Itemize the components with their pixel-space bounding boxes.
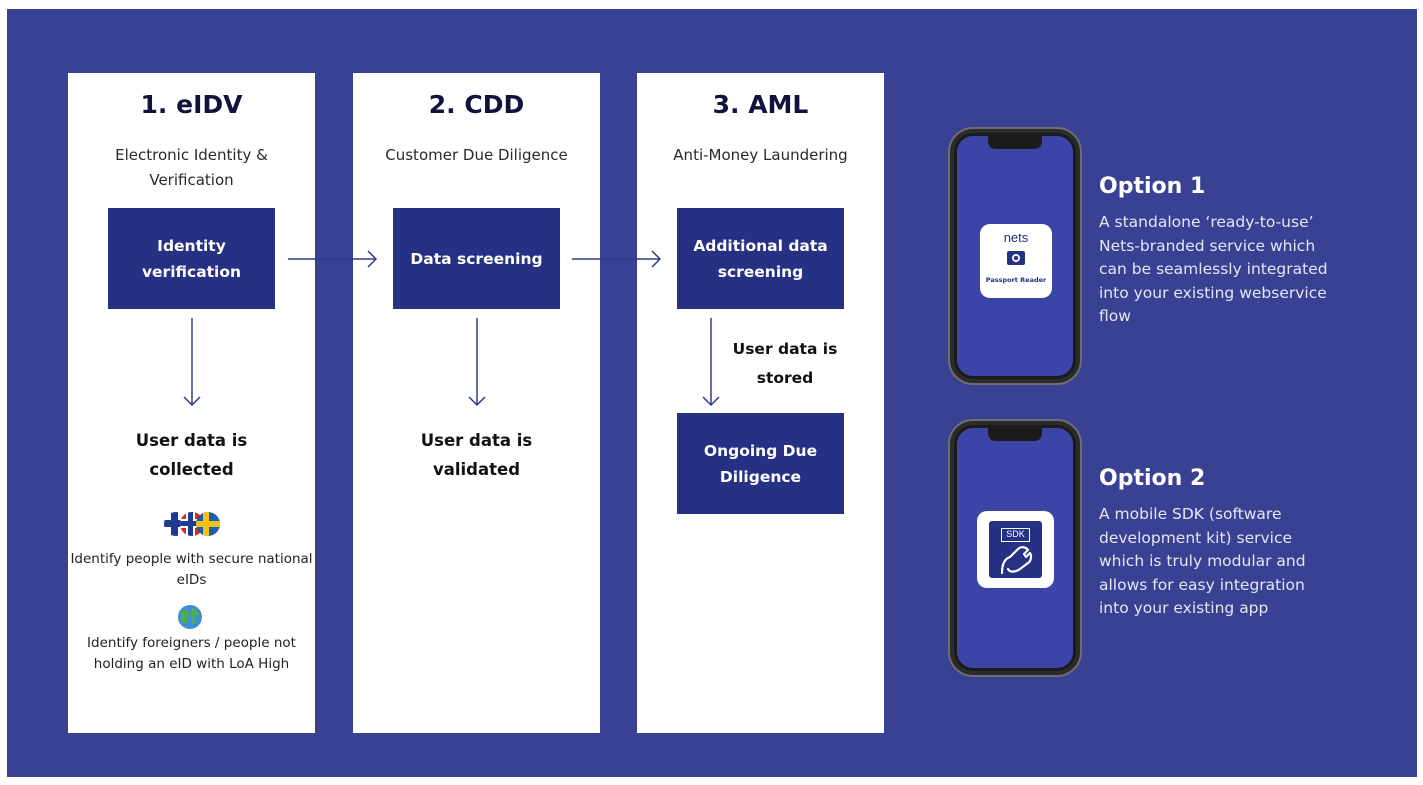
- nordic-flags-icon: [163, 509, 221, 543]
- option-2-description: A mobile SDK (software development kit) …: [1099, 505, 1306, 617]
- sdk-app-icon: SDK: [977, 511, 1054, 588]
- column-title: 3. AML: [712, 90, 809, 119]
- phone-option-1: nets Passport Reader: [948, 127, 1082, 389]
- column-title: 1. eIDV: [140, 90, 243, 119]
- arrow-label-stored: User data is stored: [732, 340, 838, 387]
- column-subtitle: Customer Due Diligence: [385, 146, 568, 164]
- camera-icon: [1007, 251, 1025, 265]
- column-aml: 3. AML Anti-Money Laundering Additional …: [637, 73, 884, 733]
- column-subtitle: Anti-Money Laundering: [673, 146, 848, 164]
- flow-arrows: [183, 250, 720, 407]
- diagram-canvas: 1. eIDV Electronic Identity & Verificati…: [7, 9, 1417, 777]
- passport-reader-label: Passport Reader: [985, 276, 1047, 284]
- option-2-title: Option 2: [1099, 466, 1206, 491]
- column-eidv: 1. eIDV Electronic Identity & Verificati…: [68, 73, 315, 733]
- sdk-label: SDK: [1001, 528, 1030, 542]
- data-screening-box: Data screening: [393, 208, 560, 309]
- ongoing-due-diligence-box: Ongoing Due Diligence: [677, 413, 844, 514]
- column-title: 2. CDD: [428, 90, 525, 119]
- option-1-description: A standalone ‘ready-to-use’ Nets-branded…: [1099, 213, 1328, 325]
- outcome-validated: User data is validated: [420, 431, 533, 479]
- note-national-eids: Identify people with secure national eID…: [70, 551, 313, 588]
- nets-logo: nets: [1003, 230, 1029, 245]
- identity-verification-box: Identity verification: [108, 208, 275, 309]
- passport-reader-app-icon: nets Passport Reader: [980, 224, 1052, 298]
- additional-data-screening-box: Additional data screening: [677, 208, 844, 309]
- outcome-collected: User data is collected: [135, 431, 248, 479]
- note-foreigners: Identify foreigners / people not holding…: [87, 635, 296, 672]
- column-subtitle: Electronic Identity & Verification: [115, 146, 268, 189]
- phone-option-2: SDK: [948, 419, 1082, 681]
- wrench-icon: [1000, 546, 1033, 575]
- option-1-title: Option 1: [1099, 174, 1206, 199]
- globe-icon: [177, 604, 203, 634]
